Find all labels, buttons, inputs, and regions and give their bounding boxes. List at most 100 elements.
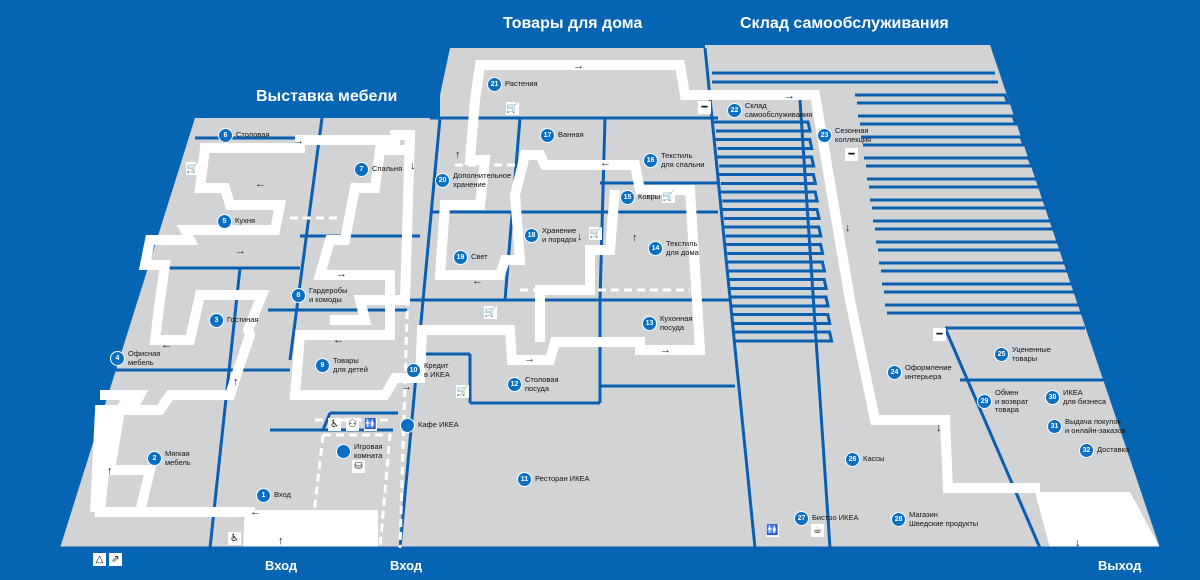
warehouse-rack xyxy=(855,93,1011,105)
department-badge: 26 xyxy=(845,452,860,467)
shopping-cart-icon: 🛒 xyxy=(484,306,497,319)
zone-title-home-goods: Товары для дома xyxy=(503,15,643,32)
department-label: Столовая посуда xyxy=(525,375,559,393)
warehouse-rack xyxy=(728,278,829,290)
warehouse-rack xyxy=(715,138,814,150)
entrance-label-2: Вход xyxy=(390,558,423,573)
trolley-icon: ━ xyxy=(698,101,711,114)
playroom[interactable]: Игровая комната xyxy=(336,442,383,460)
department-label: Ковры xyxy=(638,192,661,202)
department-badge: 6 xyxy=(218,128,233,143)
department-badge: 24 xyxy=(887,365,902,380)
department-label: Офисная мебель xyxy=(128,349,161,367)
arrow-right-icon: → xyxy=(784,90,795,102)
department-badge: 30 xyxy=(1045,390,1060,405)
arrow-up-icon: ↑ xyxy=(107,465,113,477)
department-badge: 5 xyxy=(217,214,232,229)
exit-area xyxy=(1035,492,1160,548)
department-label: Сезонная коллекция xyxy=(835,126,872,144)
arrow-up-icon: ↑ xyxy=(233,376,239,388)
department-label: Кассы xyxy=(863,454,885,464)
arrow-left-icon: ← xyxy=(600,157,611,169)
department-badge: 3 xyxy=(209,313,224,328)
warehouse-rack xyxy=(730,295,830,308)
cafe-ikea[interactable]: Кафе ИКЕА xyxy=(400,418,459,433)
department-badge: 28 xyxy=(891,512,906,527)
department-badge: 10 xyxy=(406,363,421,378)
department-badge: 27 xyxy=(794,511,809,526)
shopping-cart-icon: 🛒 xyxy=(589,227,602,240)
entrance-white-area xyxy=(243,510,378,548)
department-label: ИКЕА для бизнеса xyxy=(1063,388,1107,406)
shopping-cart-icon: 🛒 xyxy=(662,190,675,203)
department-label: Текстиль для дома xyxy=(666,239,699,257)
warehouse-rack xyxy=(885,303,1091,315)
arrow-up-icon: ↑ xyxy=(632,232,638,244)
department-badge: 4 xyxy=(110,351,125,366)
arrow-left-icon: ← xyxy=(255,178,266,190)
warehouse-rack xyxy=(720,190,820,203)
department-label: Столовая xyxy=(236,130,270,140)
children-play-icon: ⛁ xyxy=(352,460,365,473)
warehouse-rack xyxy=(714,120,812,133)
department-badge: 16 xyxy=(643,153,658,168)
facility-label: Кафе ИКЕА xyxy=(418,420,459,430)
warehouse-rack xyxy=(722,208,821,220)
warehouse-rack xyxy=(725,243,825,255)
warehouse-rack xyxy=(718,173,818,185)
warehouse-rack xyxy=(723,225,823,238)
warehouse-rack xyxy=(876,240,1067,252)
arrow-right-icon: → xyxy=(660,344,671,356)
warehouse-rack xyxy=(717,155,816,168)
warehouse-rack xyxy=(870,198,1051,210)
arrow-right-icon: → xyxy=(401,381,412,393)
arrow-down-icon: ↓ xyxy=(1075,537,1081,549)
department-label: Выдача покупок и онлайн-заказов xyxy=(1065,417,1126,435)
arrow-left-icon: ← xyxy=(333,334,344,346)
shopping-cart-icon: 🛒 xyxy=(186,162,199,175)
arrow-left-icon: ← xyxy=(161,339,172,351)
arrow-right-icon: → xyxy=(524,353,535,365)
warehouse-rack xyxy=(861,135,1027,147)
location-dot-icon xyxy=(400,418,415,433)
department-label: Ресторан ИКЕА xyxy=(535,474,590,484)
department-label: Вход xyxy=(274,490,291,500)
department-badge: 31 xyxy=(1047,419,1062,434)
department-label: Кухонная посуда xyxy=(660,314,693,332)
department-label: Растения xyxy=(505,79,538,89)
wheelchair-icon: ♿ xyxy=(328,418,341,431)
department-label: Уцененные товары xyxy=(1012,345,1051,363)
